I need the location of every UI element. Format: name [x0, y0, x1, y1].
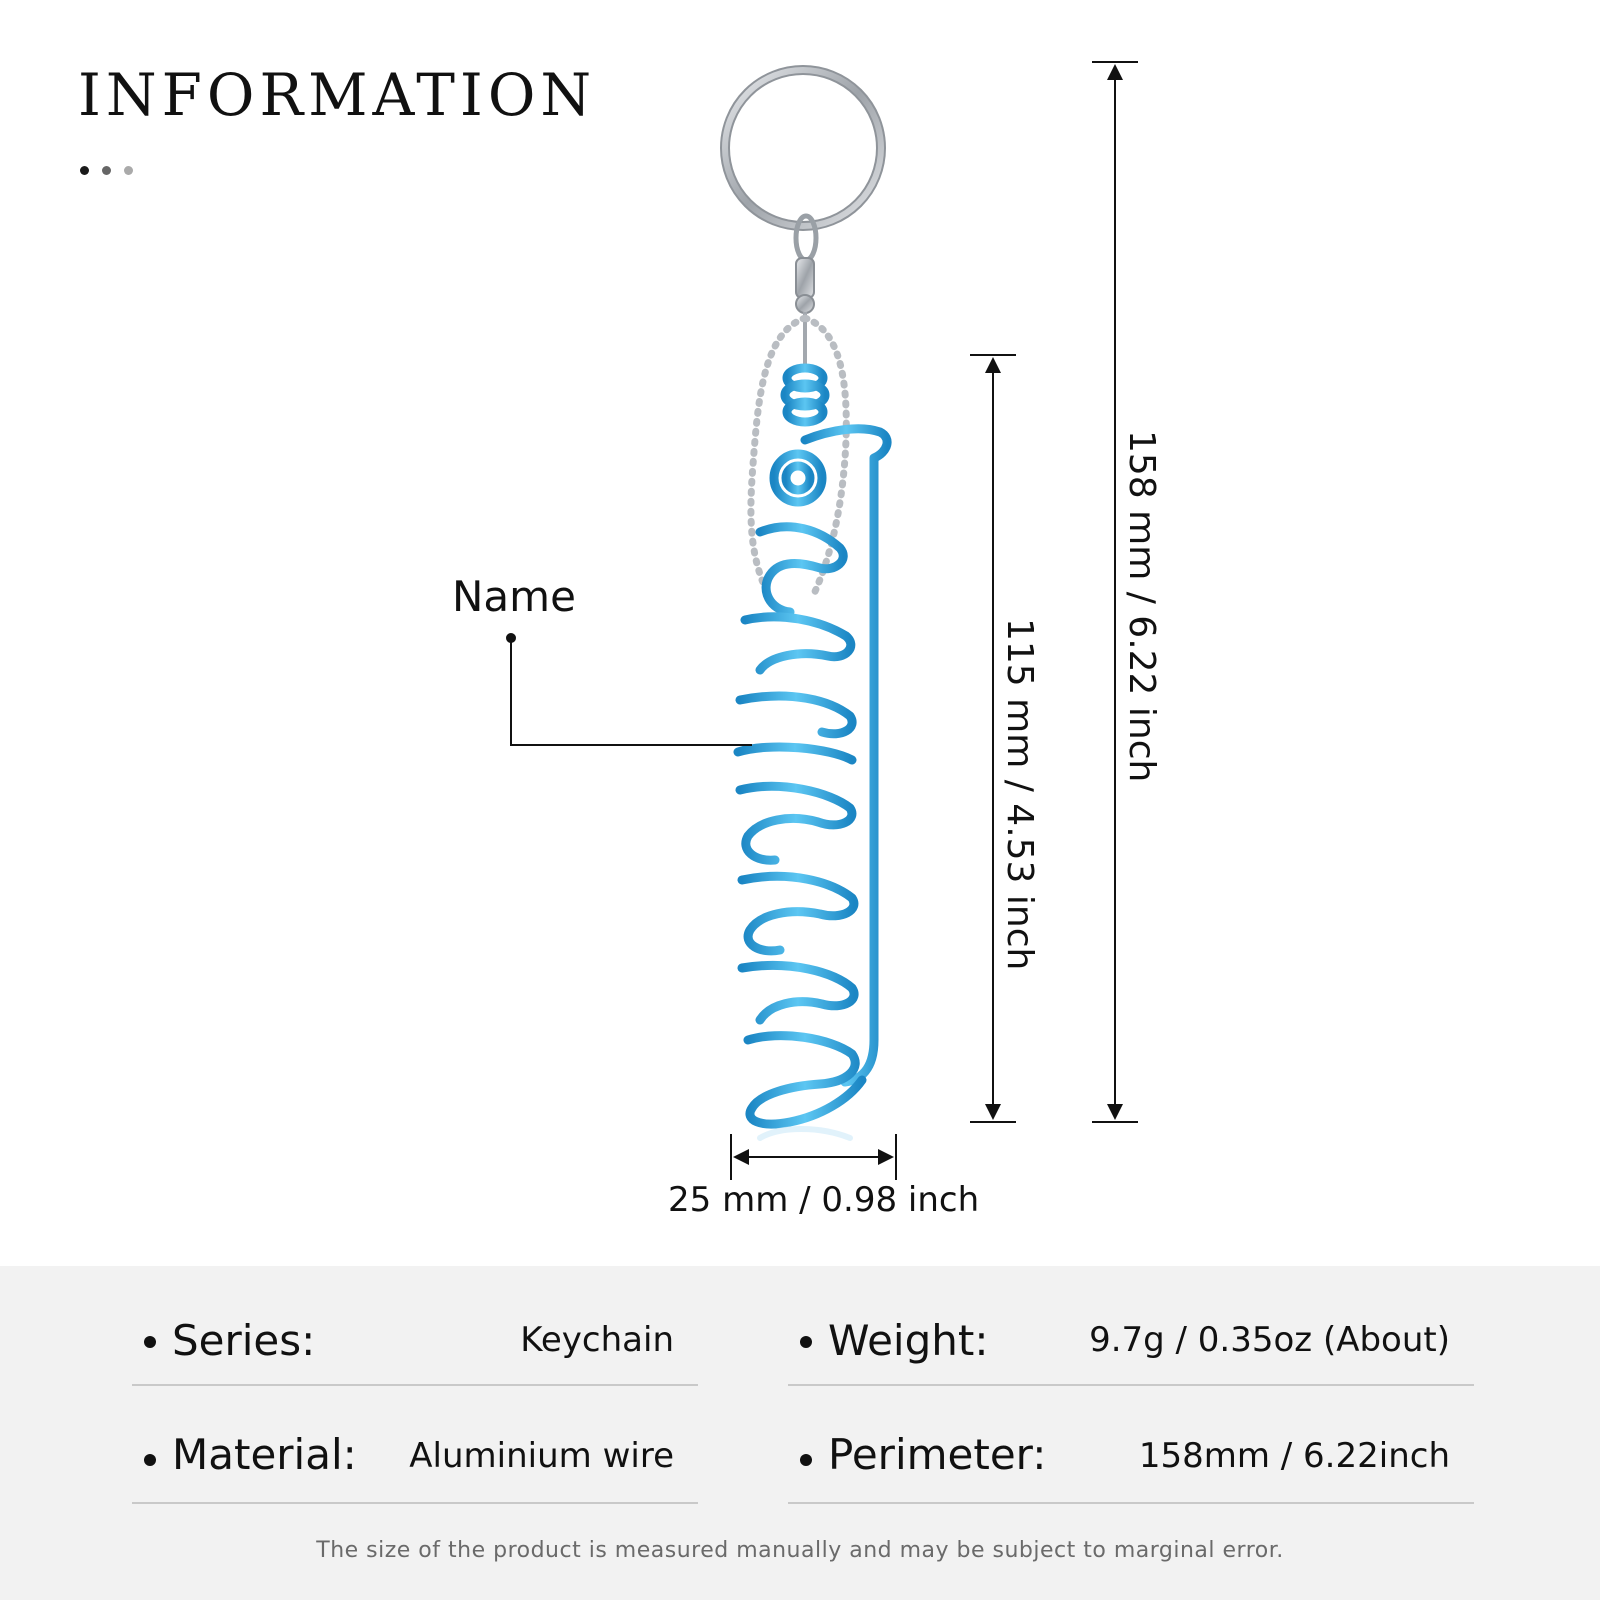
- wire-coil: [769, 363, 830, 507]
- spec-perimeter-value: 158mm / 6.22inch: [1138, 1436, 1450, 1476]
- spec-material: Material: Aluminium wire: [132, 1384, 698, 1504]
- dot-light: [124, 166, 133, 175]
- spec-series-value: Keychain: [520, 1320, 674, 1360]
- bullet-dot: [144, 1454, 156, 1466]
- spec-perimeter: Perimeter: 158mm / 6.22inch: [788, 1384, 1474, 1504]
- swivel-clasp: [793, 213, 819, 370]
- width-dimension: [730, 1134, 897, 1180]
- spec-material-value: Aluminium wire: [409, 1436, 674, 1476]
- page-title: INFORMATION: [78, 61, 597, 129]
- bullet-dot: [800, 1454, 812, 1466]
- key-ring: [720, 65, 886, 231]
- name-height-label: 115 mm / 4.53 inch: [999, 618, 1040, 971]
- total-height-label: 158 mm / 6.22 inch: [1121, 430, 1162, 783]
- dot-medium: [102, 166, 111, 175]
- ball-chain: [747, 314, 850, 602]
- spec-weight-value: 9.7g / 0.35oz (About): [1089, 1320, 1450, 1360]
- wire-reflection: [757, 1126, 853, 1141]
- spec-panel: Series: Keychain Weight: 9.7g / 0.35oz (…: [0, 1266, 1600, 1600]
- bullet-dot: [144, 1336, 156, 1348]
- total-height-dimension: [1092, 61, 1138, 1123]
- spec-weight: Weight: 9.7g / 0.35oz (About): [788, 1266, 1474, 1386]
- dot-dark: [80, 166, 89, 175]
- spec-material-label: Material:: [172, 1430, 357, 1479]
- width-label: 25 mm / 0.98 inch: [668, 1180, 980, 1220]
- name-callout-label: Name: [452, 572, 576, 621]
- name-height-dimension: [970, 354, 1016, 1123]
- bullet-dot: [800, 1336, 812, 1348]
- disclaimer-text: The size of the product is measured manu…: [316, 1538, 1284, 1563]
- spec-series-label: Series:: [172, 1316, 316, 1365]
- spec-series: Series: Keychain: [132, 1266, 698, 1386]
- spec-weight-label: Weight:: [828, 1316, 989, 1365]
- spec-perimeter-label: Perimeter:: [828, 1430, 1047, 1479]
- wire-name: [733, 424, 892, 1129]
- keychain-illustration: [506, 61, 1138, 1180]
- name-callout-leader: [506, 633, 752, 746]
- title-dots: [80, 166, 133, 175]
